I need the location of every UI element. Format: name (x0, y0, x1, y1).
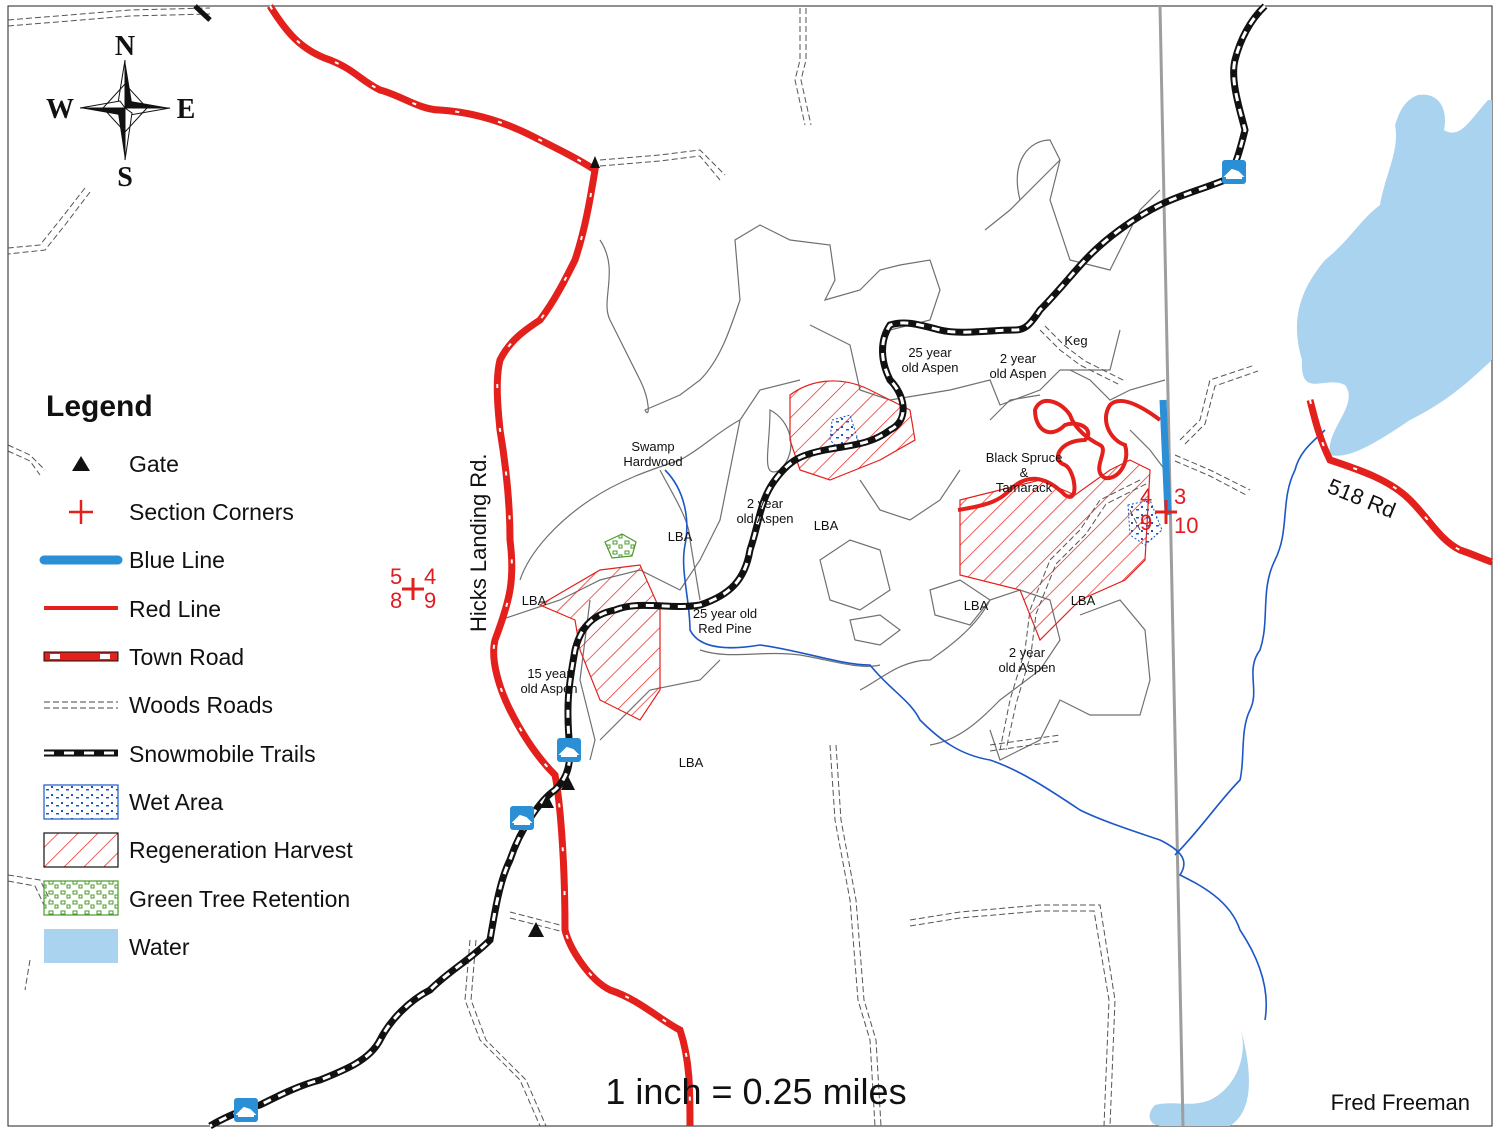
gate-icon (590, 156, 600, 168)
town-road-icon (43, 651, 119, 662)
stand-label-lba-south: LBA (679, 755, 704, 770)
water-icon (44, 929, 118, 963)
stand-label-lba-far-west: LBA (522, 593, 547, 608)
snowmobile-signs (234, 160, 1246, 1122)
svg-text:9: 9 (1140, 510, 1152, 535)
legend: Legend Gate Section Corners Blue Line Re… (39, 390, 353, 963)
scale-text: 1 inch = 0.25 miles (605, 1071, 906, 1112)
section-corner-east: 4 3 9 10 (1140, 484, 1198, 538)
svg-text:4: 4 (424, 564, 436, 589)
compass-n: N (115, 31, 135, 62)
compass-s: S (117, 162, 133, 193)
gate-icon (561, 776, 575, 790)
stand-label-black-spruce: Black Spruce&Tamarack (986, 450, 1063, 495)
svg-text:10: 10 (1174, 513, 1198, 538)
section-corner-icon (402, 578, 424, 600)
section-corner-west: 5 4 8 9 (390, 564, 436, 613)
svg-text:9: 9 (424, 588, 436, 613)
wet-areas (829, 414, 1163, 546)
green-tree-retention-area (604, 533, 637, 559)
snowmobile-sign-icon (1222, 160, 1246, 184)
section-corner-icon (69, 500, 93, 524)
blue-line (1159, 399, 1172, 516)
legend-item-section-corners: Section Corners (129, 499, 294, 525)
compass-rose: N S E W (46, 31, 195, 193)
snowmobile-sign-icon (557, 738, 581, 762)
legend-item-gate: Gate (129, 451, 179, 477)
svg-text:3: 3 (1174, 484, 1186, 509)
gates (528, 156, 600, 937)
svg-text:5: 5 (390, 564, 402, 589)
stand-label-lba-southeast: LBA (1071, 593, 1096, 608)
gate-icon (540, 794, 554, 808)
road-label-hicks-landing: Hicks Landing Rd. (466, 453, 491, 632)
water-bodies (1149, 94, 1492, 1126)
stand-label-lba-east: LBA (964, 598, 989, 613)
regeneration-harvest-icon (43, 832, 119, 868)
snowmobile-trails (193, 3, 1268, 1130)
wet-area-icon (43, 784, 119, 820)
gate-icon (528, 922, 544, 937)
legend-item-wet-area: Wet Area (129, 789, 223, 815)
green-tree-retention-icon (43, 880, 119, 916)
east-lake (1296, 94, 1492, 456)
woods-roads (7, 7, 1259, 1127)
svg-text:8: 8 (390, 588, 402, 613)
red-line-boundary (957, 399, 1162, 512)
legend-title: Legend (46, 390, 153, 423)
stand-label-lba-center: LBA (814, 518, 839, 533)
section-corner-icon (1155, 500, 1177, 524)
gate-triangle-icon (72, 456, 90, 471)
compass-e: E (177, 94, 196, 125)
streams (664, 429, 1326, 1021)
legend-item-town-road: Town Road (129, 644, 244, 670)
legend-item-blue-line: Blue Line (129, 547, 225, 573)
town-roads (267, 4, 1494, 1127)
svg-text:4: 4 (1140, 484, 1152, 509)
legend-item-green-tree-retention: Green Tree Retention (129, 886, 350, 912)
stand-boundaries (499, 139, 1166, 761)
stand-label-lba-west: LBA (668, 529, 693, 544)
snowmobile-sign-icon (234, 1098, 258, 1122)
south-lake (1149, 1026, 1250, 1126)
compass-w: W (46, 94, 74, 125)
legend-item-woods-roads: Woods Roads (129, 692, 273, 718)
stand-label-keg: Keg (1064, 333, 1087, 348)
credit-text: Fred Freeman (1331, 1090, 1470, 1115)
snowmobile-sign-icon (510, 806, 534, 830)
legend-item-water: Water (129, 934, 190, 960)
map-frame (7, 5, 1493, 1127)
legend-item-regeneration-harvest: Regeneration Harvest (129, 837, 353, 863)
legend-item-snowmobile-trails: Snowmobile Trails (129, 741, 316, 767)
section-line (1158, 5, 1185, 1127)
legend-item-red-line: Red Line (129, 596, 221, 622)
woods-road-icon (44, 701, 118, 709)
